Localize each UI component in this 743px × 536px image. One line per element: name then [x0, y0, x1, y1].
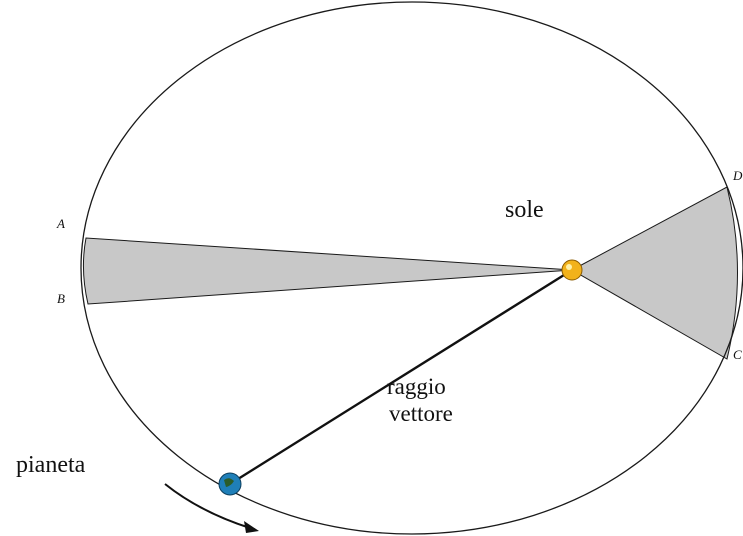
orbit-ellipse	[80, 1, 743, 535]
point-a-label: A	[57, 216, 65, 231]
sun-label: sole	[505, 197, 544, 223]
planet-icon	[218, 472, 242, 496]
sun-icon	[561, 259, 583, 281]
sector-cd	[570, 186, 738, 360]
point-b-label: B	[57, 291, 65, 306]
curved-arrow-icon	[164, 483, 259, 533]
sector-ab	[82, 237, 573, 305]
radius-vector-label-line2: vettore	[389, 401, 453, 426]
radius-vector-label-line1: raggio	[387, 374, 446, 399]
planet-label: pianeta	[16, 452, 86, 478]
radius-vector-line	[229, 268, 573, 486]
radius-vector-label: raggio vettore	[387, 373, 453, 427]
point-c-label: C	[733, 347, 742, 362]
point-d-label: D	[733, 168, 743, 183]
